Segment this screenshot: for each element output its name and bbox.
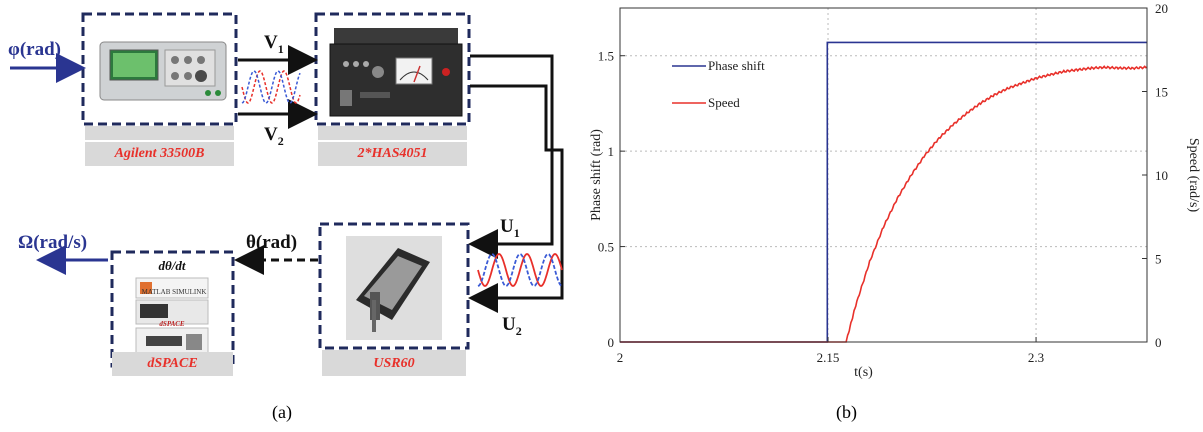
block-diagram: MATLAB SIMULINK dSPACE φ(rad) V1 V2 U1 U… bbox=[0, 0, 580, 427]
controller-label: dSPACE bbox=[112, 352, 233, 376]
x-tick-label: 2 bbox=[617, 350, 624, 365]
matlab-logo-text: MATLAB SIMULINK bbox=[142, 288, 207, 296]
theta-label: θ(rad) bbox=[246, 232, 297, 253]
diagram-canvas: MATLAB SIMULINK dSPACE φ(rad) V1 V2 U1 U… bbox=[0, 0, 580, 427]
u1-label: U1 bbox=[500, 216, 520, 240]
generator-label: Agilent 33500B bbox=[85, 142, 234, 166]
y-tick-label: 1.5 bbox=[598, 49, 614, 64]
response-chart: 2 2.15 2.3 0 0.5 1 1.5 0 5 10 15 20 t(s) Phase shift … bbox=[580, 0, 1203, 427]
x-tick-label: 2.3 bbox=[1028, 350, 1044, 365]
amplifier-image bbox=[330, 28, 462, 116]
y-tick-label: 0 bbox=[608, 335, 615, 350]
output-label: Ω(rad/s) bbox=[18, 232, 87, 253]
dspace-logo-text: dSPACE bbox=[159, 320, 184, 328]
chart-canvas: 2 2.15 2.3 0 0.5 1 1.5 0 5 10 15 20 t(s) Phase shift … bbox=[580, 0, 1203, 427]
amplifier-label: 2*HAS4051 bbox=[318, 142, 467, 166]
legend-label: Phase shift bbox=[708, 58, 765, 73]
v2-label: V2 bbox=[264, 124, 284, 148]
y2-axis-label: Speed (rad/s) bbox=[1186, 138, 1201, 213]
input-label: φ(rad) bbox=[8, 39, 61, 60]
v1-label: V1 bbox=[264, 32, 284, 56]
motor-label: USR60 bbox=[322, 352, 466, 376]
y2-tick-label: 20 bbox=[1155, 1, 1168, 16]
motor-image bbox=[346, 236, 442, 340]
derivative-label: dθ/dt bbox=[159, 258, 186, 273]
y2-tick-label: 15 bbox=[1155, 85, 1168, 100]
x-tick-label: 2.15 bbox=[817, 350, 840, 365]
u-sine-waves bbox=[478, 254, 562, 286]
y2-tick-label: 0 bbox=[1155, 335, 1162, 350]
y2-tick-label: 10 bbox=[1155, 168, 1168, 183]
plot-area bbox=[620, 8, 1147, 342]
amplifier-block bbox=[316, 14, 469, 140]
y2-tick-label: 5 bbox=[1155, 252, 1162, 267]
y-tick-label: 1 bbox=[608, 144, 615, 159]
v-sine-waves bbox=[242, 71, 300, 103]
y-axis-label: Phase shift (rad) bbox=[589, 129, 604, 221]
y-tick-label: 0.5 bbox=[598, 240, 614, 255]
diagram-caption: (a) bbox=[272, 402, 292, 423]
legend-label: Speed bbox=[708, 95, 740, 110]
x-axis-label: t(s) bbox=[854, 365, 873, 380]
u2-label: U2 bbox=[502, 314, 522, 338]
function-generator-image bbox=[100, 42, 226, 100]
chart-caption: (b) bbox=[836, 402, 857, 423]
generator-block bbox=[83, 14, 236, 140]
